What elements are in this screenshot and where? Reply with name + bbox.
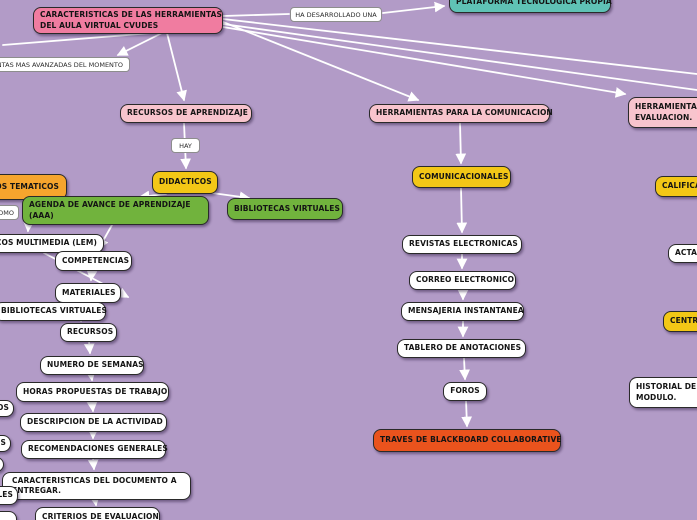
node-mensajeria-instantanea[interactable]: MENSAJERIA INSTANTANEA xyxy=(401,302,524,321)
node-fragment-bottom-corner[interactable] xyxy=(0,511,17,520)
node-competencias[interactable]: COMPETENCIAS xyxy=(55,251,132,271)
node-recursos[interactable]: RECURSOS xyxy=(60,323,117,342)
node-fragment-os[interactable]: OS xyxy=(0,400,14,417)
node-fragment-s[interactable]: S xyxy=(0,435,11,452)
node-caracteristicas-documento[interactable]: CARACTERISTICAS DEL DOCUMENTO A ENTREGAR… xyxy=(2,472,191,500)
node-bibliotecas-virtuales-green[interactable]: BIBLIOTECAS VIRTUALES xyxy=(227,198,343,220)
node-correo-electronico[interactable]: CORREO ELECTRONICO xyxy=(409,271,516,290)
node-tematicos[interactable]: OS TEMATICOS xyxy=(0,174,67,200)
link-label-ha-desarrollado[interactable]: HA DESARROLLADO UNA xyxy=(290,7,382,22)
node-criterios-evaluacion[interactable]: CRITERIOS DE EVALUACION xyxy=(35,507,160,520)
node-numero-de-semanas[interactable]: NUMERO DE SEMANAS xyxy=(40,356,144,375)
node-fragment-les[interactable]: LES xyxy=(0,486,18,505)
node-plataforma-tecnologica[interactable]: PLATAFORMA TECNOLOGICA PROPIA xyxy=(449,0,612,13)
link-label-avanzadas[interactable]: NTAS MAS AVANZADAS DEL MOMENTO xyxy=(0,57,130,72)
node-historial-modulo[interactable]: HISTORIAL DE A MODULO. xyxy=(629,377,697,408)
node-herramientas-comunicacion[interactable]: HERRAMIENTAS PARA LA COMUNICACION xyxy=(369,104,553,123)
node-recursos-de-aprendizaje[interactable]: RECURSOS DE APRENDIZAJE xyxy=(120,104,252,123)
node-centro[interactable]: CENTR xyxy=(663,311,697,332)
node-comunicacionales[interactable]: COMUNICACIONALES xyxy=(412,166,511,188)
node-recomendaciones-generales[interactable]: RECOMENDACIONES GENERALES xyxy=(21,440,168,459)
node-title[interactable]: CARACTERISTICAS DE LAS HERRAMIENTAS DEL … xyxy=(33,7,223,34)
link-label-hay[interactable]: HAY xyxy=(171,138,200,153)
node-foros[interactable]: FOROS xyxy=(443,382,487,401)
node-bibliotecas-virtuales-white[interactable]: BIBLIOTECAS VIRTUALES xyxy=(0,302,107,321)
node-didacticos[interactable]: DIDACTICOS xyxy=(152,171,218,194)
link-label-como[interactable]: COMO xyxy=(0,205,19,220)
node-horas-propuestas[interactable]: HORAS PROPUESTAS DE TRABAJO xyxy=(16,382,169,402)
node-revistas-electronicas[interactable]: REVISTAS ELECTRONICAS xyxy=(402,235,522,254)
node-tablero-anotaciones[interactable]: TABLERO DE ANOTACIONES xyxy=(397,339,526,358)
node-blackboard-collaborative[interactable]: TRAVES DE BLACKBOARD COLLABORATIVE xyxy=(373,429,561,452)
node-actas[interactable]: ACTA xyxy=(668,244,697,263)
node-agenda-aaa[interactable]: AGENDA DE AVANCE DE APRENDIZAJE (AAA) xyxy=(22,196,209,225)
node-materiales[interactable]: MATERIALES xyxy=(55,283,121,303)
node-herramientas-evaluacion[interactable]: HERRAMIENTAS EVALUACION. xyxy=(628,97,697,128)
node-descripcion-actividad[interactable]: DESCRIPCION DE LA ACTIVIDAD xyxy=(20,413,167,432)
